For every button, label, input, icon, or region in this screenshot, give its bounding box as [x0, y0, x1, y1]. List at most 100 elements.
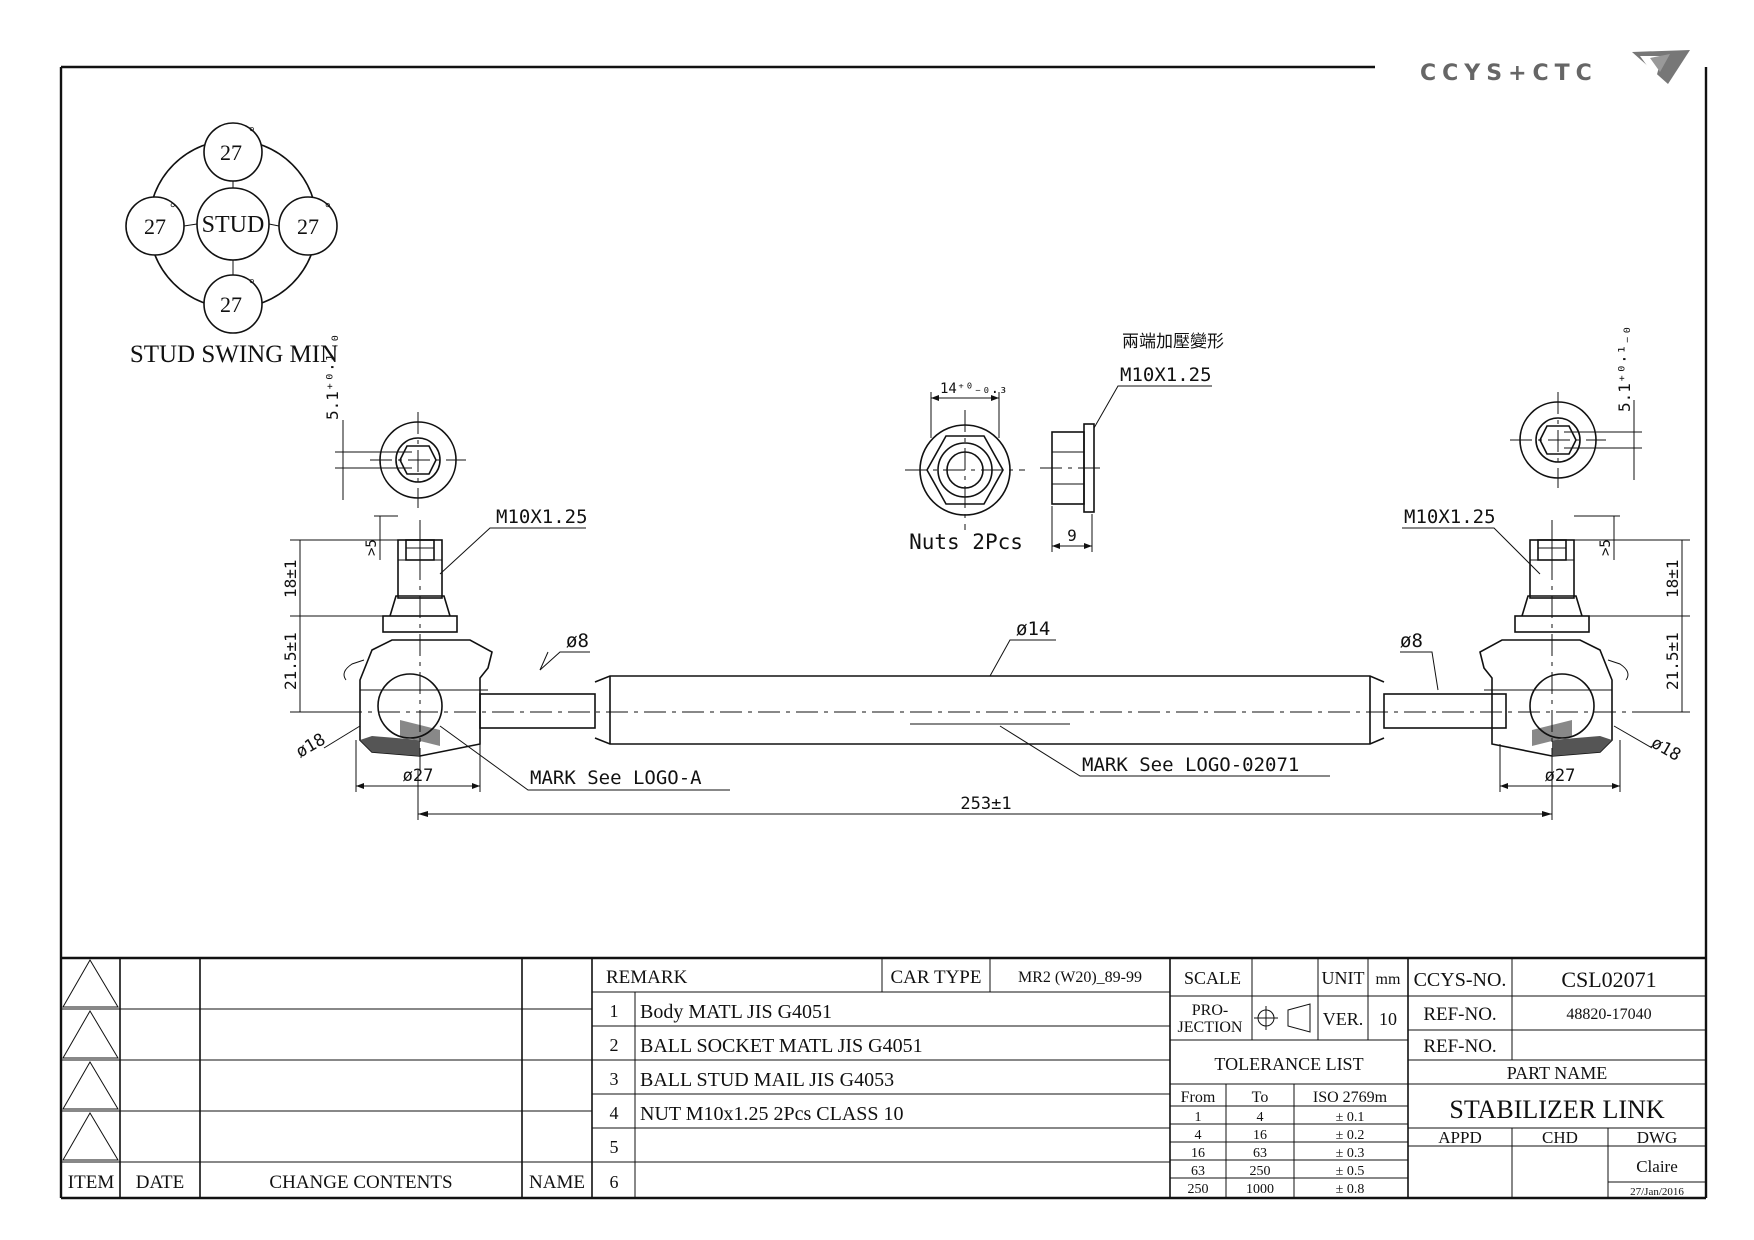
svg-text:1: 1: [1195, 1110, 1202, 1125]
mark-logo-a: MARK See LOGO-A: [530, 767, 702, 789]
svg-text:1000: 1000: [1246, 1182, 1274, 1197]
scale-block: SCALE UNIT mm PRO- JECTION VER. 10 TOLER…: [1170, 958, 1409, 1198]
degree-symbol: °: [325, 201, 331, 216]
logo-mark-icon: [1632, 50, 1690, 84]
rod-diameter: ø14: [1016, 618, 1050, 640]
svg-text:4: 4: [610, 1103, 619, 1123]
svg-text:4: 4: [1257, 1110, 1264, 1125]
unit-label: UNIT: [1322, 968, 1365, 988]
nut-width-dimension: 14⁺⁰₋₀.₃: [940, 381, 1007, 397]
left-rod-diameter: ø8: [566, 630, 589, 652]
right-dim-18: 18±1: [1663, 559, 1682, 598]
ccys-no-label: CCYS-NO.: [1414, 969, 1507, 991]
nut-caption: Nuts 2Pcs: [909, 530, 1023, 554]
remark-label: REMARK: [606, 967, 688, 988]
remark-row: NUT M10x1.25 2Pcs CLASS 10: [640, 1103, 904, 1125]
ver-value: 10: [1379, 1009, 1397, 1029]
stud-swing-diagram: STUD 27 27 27 27 ° ° ° ° STUD SWING MIN: [125, 122, 338, 368]
left-ball-diameter: ø18: [293, 730, 330, 763]
svg-text:ISO 2769m: ISO 2769m: [1313, 1089, 1388, 1106]
right-thread-label: M10X1.25: [1404, 506, 1496, 528]
drawer-name: Claire: [1636, 1157, 1678, 1176]
ref-no-value: 48820-17040: [1566, 1006, 1651, 1023]
swing-angle-right: 27: [297, 214, 319, 239]
third-angle-projection-icon: [1254, 1003, 1311, 1033]
nut-thread-label: M10X1.25: [1120, 364, 1212, 386]
svg-text:5: 5: [610, 1137, 619, 1157]
swing-center-label: STUD: [202, 212, 265, 238]
left-thread-label: M10X1.25: [496, 506, 588, 528]
nut-note-cn: 兩端加壓變形: [1122, 332, 1224, 352]
svg-text:To: To: [1252, 1089, 1269, 1106]
svg-text:250: 250: [1188, 1182, 1209, 1197]
swing-angle-left: 27: [144, 214, 166, 239]
left-stud-tolerance: 5.1⁺⁰·¹₋₀: [323, 333, 342, 420]
svg-text:4: 4: [1195, 1128, 1202, 1143]
right-ball-diameter: ø18: [1648, 733, 1685, 766]
svg-text:16: 16: [1191, 1146, 1205, 1161]
drawing-date: 27/Jan/2016: [1630, 1186, 1684, 1198]
swing-angle-top: 27: [220, 140, 242, 165]
appd-label: APPD: [1438, 1128, 1481, 1147]
svg-text:6: 6: [610, 1172, 619, 1192]
swing-title: STUD SWING MIN: [130, 341, 338, 368]
car-type-value: MR2 (W20)_89-99: [1018, 969, 1142, 986]
svg-text:From: From: [1181, 1089, 1216, 1106]
svg-text:± 0.5: ± 0.5: [1336, 1164, 1365, 1179]
right-ball-joint: [1479, 520, 1629, 770]
rev-header-name: NAME: [529, 1172, 585, 1193]
degree-symbol: °: [249, 125, 255, 140]
svg-text:3: 3: [610, 1069, 619, 1089]
right-stud-tolerance: 5.1⁺⁰·¹₋₀: [1615, 325, 1634, 412]
nut-thickness-dimension: 9: [1067, 526, 1077, 545]
part-name: STABILIZER LINK: [1449, 1095, 1664, 1124]
right-dim-21-5: 21.5±1: [1663, 632, 1682, 690]
nut-front-view: 14⁺⁰₋₀.₃ Nuts 2Pcs: [905, 381, 1025, 554]
svg-text:± 0.1: ± 0.1: [1336, 1110, 1365, 1125]
left-ball-joint: [343, 520, 493, 770]
unit-value: mm: [1376, 971, 1401, 988]
degree-symbol: °: [170, 201, 176, 216]
remark-row: BALL STUD MAIL JIS G4053: [640, 1069, 894, 1091]
svg-text:16: 16: [1253, 1128, 1267, 1143]
scale-label: SCALE: [1184, 968, 1241, 988]
svg-text:± 0.8: ± 0.8: [1336, 1182, 1365, 1197]
rev-header-date: DATE: [136, 1172, 185, 1193]
svg-text:250: 250: [1250, 1164, 1271, 1179]
tolerance-title: TOLERANCE LIST: [1214, 1054, 1363, 1074]
mark-logo-02071: MARK See LOGO-02071: [1082, 754, 1299, 776]
ref-no-label-2: REF-NO.: [1423, 1036, 1496, 1057]
right-housing-diameter: ø27: [1545, 766, 1576, 786]
overall-length: 253±1: [960, 794, 1011, 814]
logo-text: CCYS+CTC: [1420, 61, 1598, 86]
rev-header-item: ITEM: [68, 1172, 115, 1193]
ccys-no-value: CSL02071: [1561, 967, 1656, 992]
rev-header-change: CHANGE CONTENTS: [269, 1172, 452, 1193]
projection-line1: PRO-: [1192, 1002, 1228, 1019]
stabilizer-link-assembly: 18±1 21.5±1 >5 M10X1.25 ø8 ø18 ø27 MARK …: [281, 506, 1690, 820]
svg-text:63: 63: [1253, 1146, 1267, 1161]
car-type-label: CAR TYPE: [891, 967, 982, 988]
degree-symbol: °: [249, 277, 255, 292]
right-dim-gt5: >5: [1598, 539, 1614, 556]
right-stud-top-view: 5.1⁺⁰·¹₋₀: [1510, 325, 1642, 488]
title-block: ITEM DATE CHANGE CONTENTS NAME REMARK CA…: [61, 956, 1706, 1198]
ref-no-label: REF-NO.: [1423, 1004, 1496, 1025]
projection-line2: JECTION: [1178, 1019, 1243, 1036]
part-info-block: CCYS-NO. CSL02071 REF-NO. 48820-17040 RE…: [1408, 958, 1706, 1198]
ver-label: VER.: [1323, 1009, 1364, 1029]
left-dim-21-5: 21.5±1: [281, 632, 300, 690]
svg-text:± 0.3: ± 0.3: [1336, 1146, 1365, 1161]
remark-row: Body MATL JIS G4051: [640, 1001, 832, 1023]
right-rod-diameter: ø8: [1400, 630, 1423, 652]
dwg-label: DWG: [1637, 1128, 1678, 1147]
remark-row: BALL SOCKET MATL JIS G4051: [640, 1035, 923, 1057]
nut-side-view: 9 M10X1.25 兩端加壓變形: [1040, 332, 1224, 552]
svg-text:± 0.2: ± 0.2: [1336, 1128, 1365, 1143]
left-dim-18: 18±1: [281, 559, 300, 598]
svg-text:2: 2: [610, 1035, 619, 1055]
left-dim-gt5: >5: [364, 539, 380, 556]
svg-text:1: 1: [610, 1001, 619, 1021]
revision-table: ITEM DATE CHANGE CONTENTS NAME: [61, 958, 593, 1198]
